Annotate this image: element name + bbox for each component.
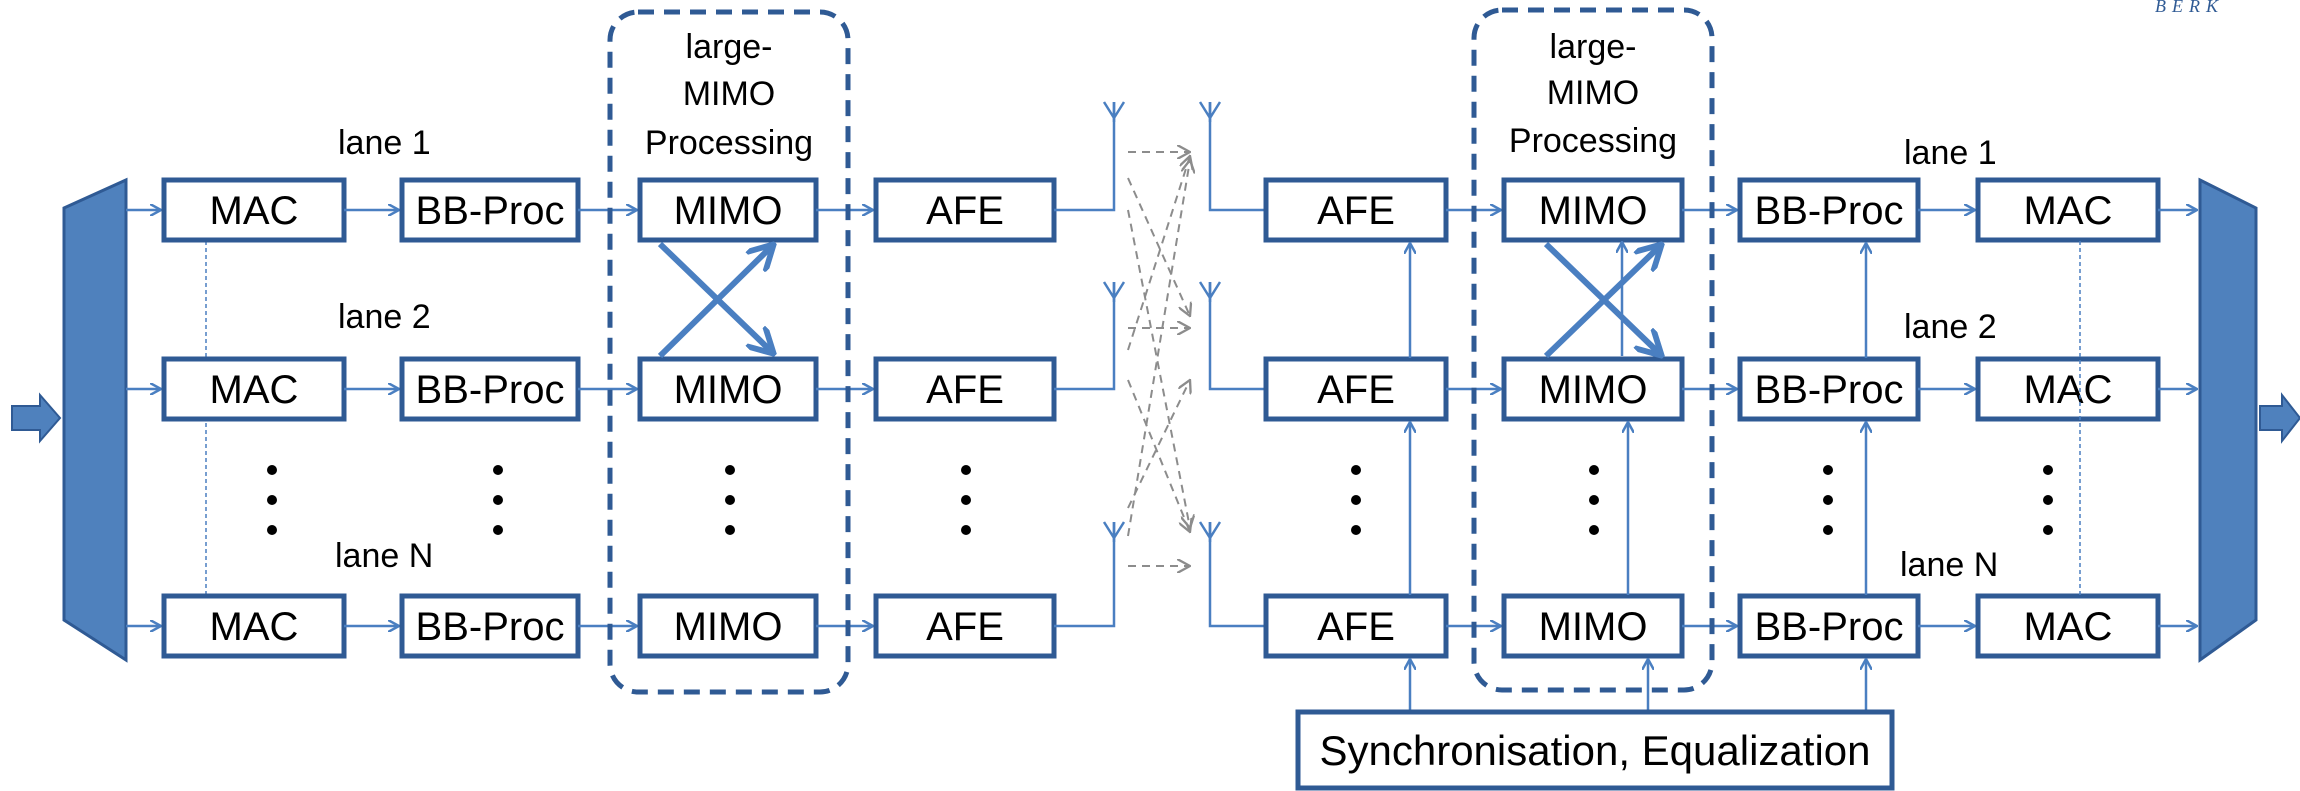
- tx-bbproc-lane2: [399, 356, 581, 422]
- tx-mimo-laneN: [637, 593, 819, 659]
- tx-group-label-line3: Processing: [645, 124, 813, 162]
- tx-mimo-lane1-label: MIMO: [674, 189, 783, 233]
- rx-group-label-line3: Processing: [1509, 122, 1677, 160]
- rx-mimo-laneN: [1501, 593, 1685, 659]
- rx-mimo-cross-up: [1543, 246, 1660, 359]
- rx-lane1-label: lane 1: [1904, 134, 1997, 172]
- tx-antenna-N: [1102, 521, 1126, 542]
- tx-mimo-cross-up: [657, 246, 772, 359]
- tx-mac-laneN: [161, 593, 347, 659]
- rx-wire-antenna2-afe2: [1208, 282, 1266, 391]
- tx-bbproc-lane1-label: BB-Proc: [416, 189, 565, 233]
- tx-wire-afe1-antenna: [1054, 102, 1116, 212]
- tx-demux: [62, 177, 128, 663]
- rx-mac-laneN-label: MAC: [2024, 605, 2113, 649]
- rx-mac-lane2-label: MAC: [2024, 368, 2113, 412]
- rx-mimo-laneN-label: MIMO: [1539, 605, 1648, 649]
- input-arrow: [11, 392, 62, 444]
- tx-ellipsis-mimo: [725, 465, 735, 535]
- rx-group-label-line2: MIMO: [1547, 74, 1640, 112]
- rx-bbproc-lane2-label: BB-Proc: [1755, 368, 1904, 412]
- tx-afe-lane2: [873, 356, 1057, 422]
- sync-equalization-block: [1295, 709, 1895, 791]
- tx-mac-lane1: [161, 177, 347, 243]
- sync-equalization-label: Synchronisation, Equalization: [1319, 727, 1870, 774]
- tx-mac-lane2-label: MAC: [210, 368, 299, 412]
- rx-wire-antenna1-afe1: [1208, 102, 1266, 212]
- tx-afe-laneN-label: AFE: [926, 605, 1004, 649]
- tx-mimo-lane2-label: MIMO: [674, 368, 783, 412]
- tx-wire-afe2-antenna: [1054, 282, 1116, 391]
- tx-lane2-label: lane 2: [338, 298, 431, 336]
- tx-antenna-2: [1102, 281, 1126, 302]
- tx-mac-lane2: [161, 356, 347, 422]
- rx-group-label-line1: large-: [1550, 28, 1637, 66]
- rx-laneN-label: lane N: [1900, 546, 1998, 584]
- rx-bbproc-lane2: [1737, 356, 1921, 422]
- rx-mimo-lane2-label: MIMO: [1539, 368, 1648, 412]
- rx-lane2-label: lane 2: [1904, 308, 1997, 346]
- logo-text: BERK: [2155, 0, 2224, 16]
- rx-ellipsis-afe: [1351, 465, 1361, 535]
- tx-lane1-label: lane 1: [338, 124, 431, 162]
- rx-mac-lane1-label: MAC: [2024, 189, 2113, 233]
- wireless-channel: [1127, 152, 1190, 566]
- rx-bbproc-lane1-label: BB-Proc: [1755, 189, 1904, 233]
- rx-bbproc-lane1: [1737, 177, 1921, 243]
- tx-laneN-label: lane N: [335, 537, 433, 575]
- tx-wire-afeN-antenna: [1054, 522, 1116, 628]
- tx-large-mimo-group: [607, 9, 851, 695]
- rx-afe-lane1-label: AFE: [1317, 189, 1395, 233]
- tx-group-label-line1: large-: [686, 28, 773, 66]
- tx-mac-laneN-label: MAC: [210, 605, 299, 649]
- tx-bbproc-lane2-label: BB-Proc: [416, 368, 565, 412]
- rx-sync-feeds: [1410, 243, 1866, 712]
- tx-ellipsis-afe: [961, 465, 971, 535]
- rx-afe-laneN-label: AFE: [1317, 605, 1395, 649]
- rx-bbproc-laneN-label: BB-Proc: [1755, 605, 1904, 649]
- tx-ellipsis-bbproc: [493, 465, 503, 535]
- rx-bbproc-laneN: [1737, 593, 1921, 659]
- output-arrow: [2259, 392, 2300, 444]
- rx-ellipsis-bbproc: [1823, 465, 1833, 535]
- tx-bbproc-laneN-label: BB-Proc: [416, 605, 565, 649]
- tx-afe-lane1: [873, 177, 1057, 243]
- tx-mimo-laneN-label: MIMO: [674, 605, 783, 649]
- tx-mac-lane1-label: MAC: [210, 189, 299, 233]
- rx-mux: [2198, 177, 2258, 663]
- tx-afe-lane1-label: AFE: [926, 189, 1004, 233]
- rx-afe-lane2-label: AFE: [1317, 368, 1395, 412]
- tx-ellipsis-mac: [267, 465, 277, 535]
- rx-mimo-lane1-label: MIMO: [1539, 189, 1648, 233]
- rx-large-mimo-group: [1471, 7, 1715, 693]
- tx-antenna-1: [1102, 101, 1126, 122]
- rx-ellipsis-mimo: [1589, 465, 1599, 535]
- tx-group-label-line2: MIMO: [683, 75, 776, 113]
- rx-ellipsis-mac: [2043, 465, 2053, 535]
- rx-wire-antennaN-afeN: [1208, 522, 1266, 628]
- rx-afe-lane2: [1263, 356, 1449, 422]
- rx-afe-lane1: [1263, 177, 1449, 243]
- tx-mimo-lane2: [637, 356, 819, 422]
- tx-afe-lane2-label: AFE: [926, 368, 1004, 412]
